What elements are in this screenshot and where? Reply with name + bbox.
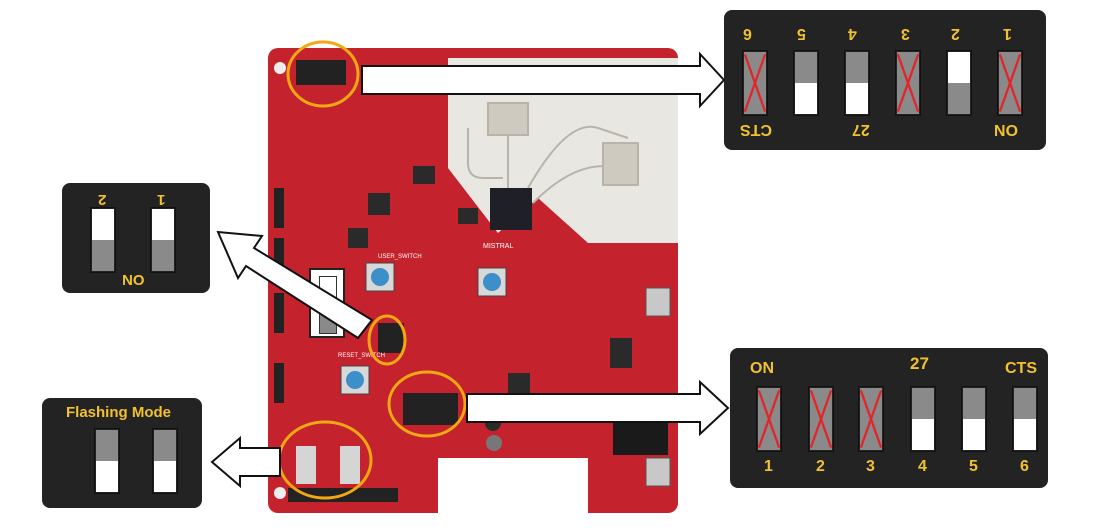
label-cts: CTS xyxy=(740,121,772,138)
label-on: ON xyxy=(994,121,1018,138)
dip-number-2: 2 xyxy=(816,458,825,475)
label-cts: CTS xyxy=(1005,360,1037,377)
label-27: 27 xyxy=(852,121,870,138)
dip-number-1: 1 xyxy=(157,191,166,208)
label-27: 27 xyxy=(910,354,929,373)
flashing-mode-callout: Flashing Mode xyxy=(42,398,202,508)
dip-switch-5 xyxy=(961,386,987,452)
dip-number-6: 6 xyxy=(743,25,752,42)
flash-switch-2 xyxy=(152,428,178,494)
dip-switch-4 xyxy=(844,50,870,116)
user-switch-text: USER_SWITCH xyxy=(378,254,422,260)
dip-switch-callout-bottom-right: ON 27 CTS 1 2 3 4 5 6 xyxy=(730,348,1048,488)
dip-number-2: 2 xyxy=(98,191,107,208)
dip-number-3: 3 xyxy=(901,25,910,42)
dip-switch-3 xyxy=(895,50,921,116)
flash-switch-1 xyxy=(94,428,120,494)
dip-switch-1 xyxy=(150,207,176,273)
dip-number-1: 1 xyxy=(1003,25,1012,42)
dip-number-5: 5 xyxy=(969,458,978,475)
dip-number-1: 1 xyxy=(764,458,773,475)
dip-switch-6 xyxy=(1012,386,1038,452)
dip-switch-1 xyxy=(997,50,1023,116)
dip-number-5: 5 xyxy=(797,25,806,42)
label-on: ON xyxy=(750,360,774,377)
reset-switch-text: RESET_SWITCH xyxy=(338,353,386,359)
dip-number-2: 2 xyxy=(951,25,960,42)
dip-switch-callout-top-right: 6 5 4 3 2 1 CTS 27 ON xyxy=(724,10,1046,150)
dip-number-6: 6 xyxy=(1020,458,1029,475)
dip-switch-2 xyxy=(808,386,834,452)
dip-number-4: 4 xyxy=(848,25,857,42)
svg-text:CE: CE xyxy=(513,477,538,497)
dip-switch-6 xyxy=(742,50,768,116)
label-on: ON xyxy=(122,271,145,288)
dip-switch-5 xyxy=(793,50,819,116)
board-graphics: CE xyxy=(274,58,678,513)
dip-switch-2 xyxy=(90,207,116,273)
dip-switch-callout-left-top: 2 1 ON xyxy=(62,183,210,293)
dip-number-3: 3 xyxy=(866,458,875,475)
dip-switch-1 xyxy=(756,386,782,452)
dip-switch-2 xyxy=(946,50,972,116)
dip-switch-4 xyxy=(910,386,936,452)
mistral-logo-text: MISTRAL xyxy=(483,243,514,250)
flashing-mode-title: Flashing Mode xyxy=(66,404,171,421)
dip-number-4: 4 xyxy=(918,458,927,475)
dip-switch-3 xyxy=(858,386,884,452)
